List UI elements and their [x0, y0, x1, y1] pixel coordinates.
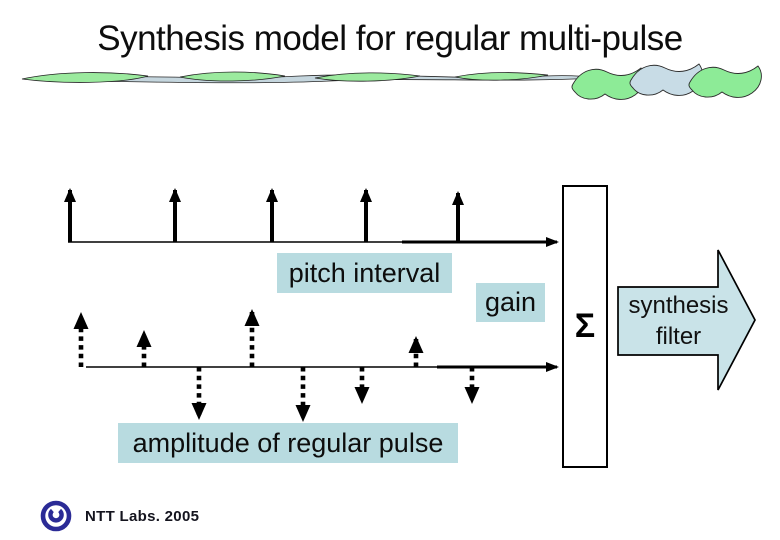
- footer: NTT Labs. 2005: [39, 498, 199, 534]
- swoosh-leaf: [314, 72, 421, 82]
- gain-label: gain: [476, 283, 545, 322]
- ntt-logo-icon: [40, 500, 72, 532]
- summation-box: Σ: [562, 185, 608, 468]
- synthesis-filter-label: synthesis filter: [601, 290, 756, 352]
- title-underline-swoosh-icon: [21, 63, 762, 100]
- pitch-interval-label: pitch interval: [277, 253, 452, 293]
- sigma-symbol: Σ: [574, 307, 596, 345]
- synthesis-filter-label-line2: filter: [655, 323, 702, 350]
- swoosh-leaf: [179, 71, 286, 82]
- synthesis-filter-label-line1: synthesis: [628, 292, 729, 319]
- synthesis-filter-arrow-shape: [617, 249, 756, 391]
- footer-text: NTT Labs. 2005: [85, 507, 200, 525]
- amplitude-label: amplitude of regular pulse: [118, 423, 458, 463]
- swoosh-leaf: [454, 72, 549, 81]
- swoosh-leaf: [21, 72, 149, 83]
- page-title: Synthesis model for regular multi-pulse: [97, 19, 683, 58]
